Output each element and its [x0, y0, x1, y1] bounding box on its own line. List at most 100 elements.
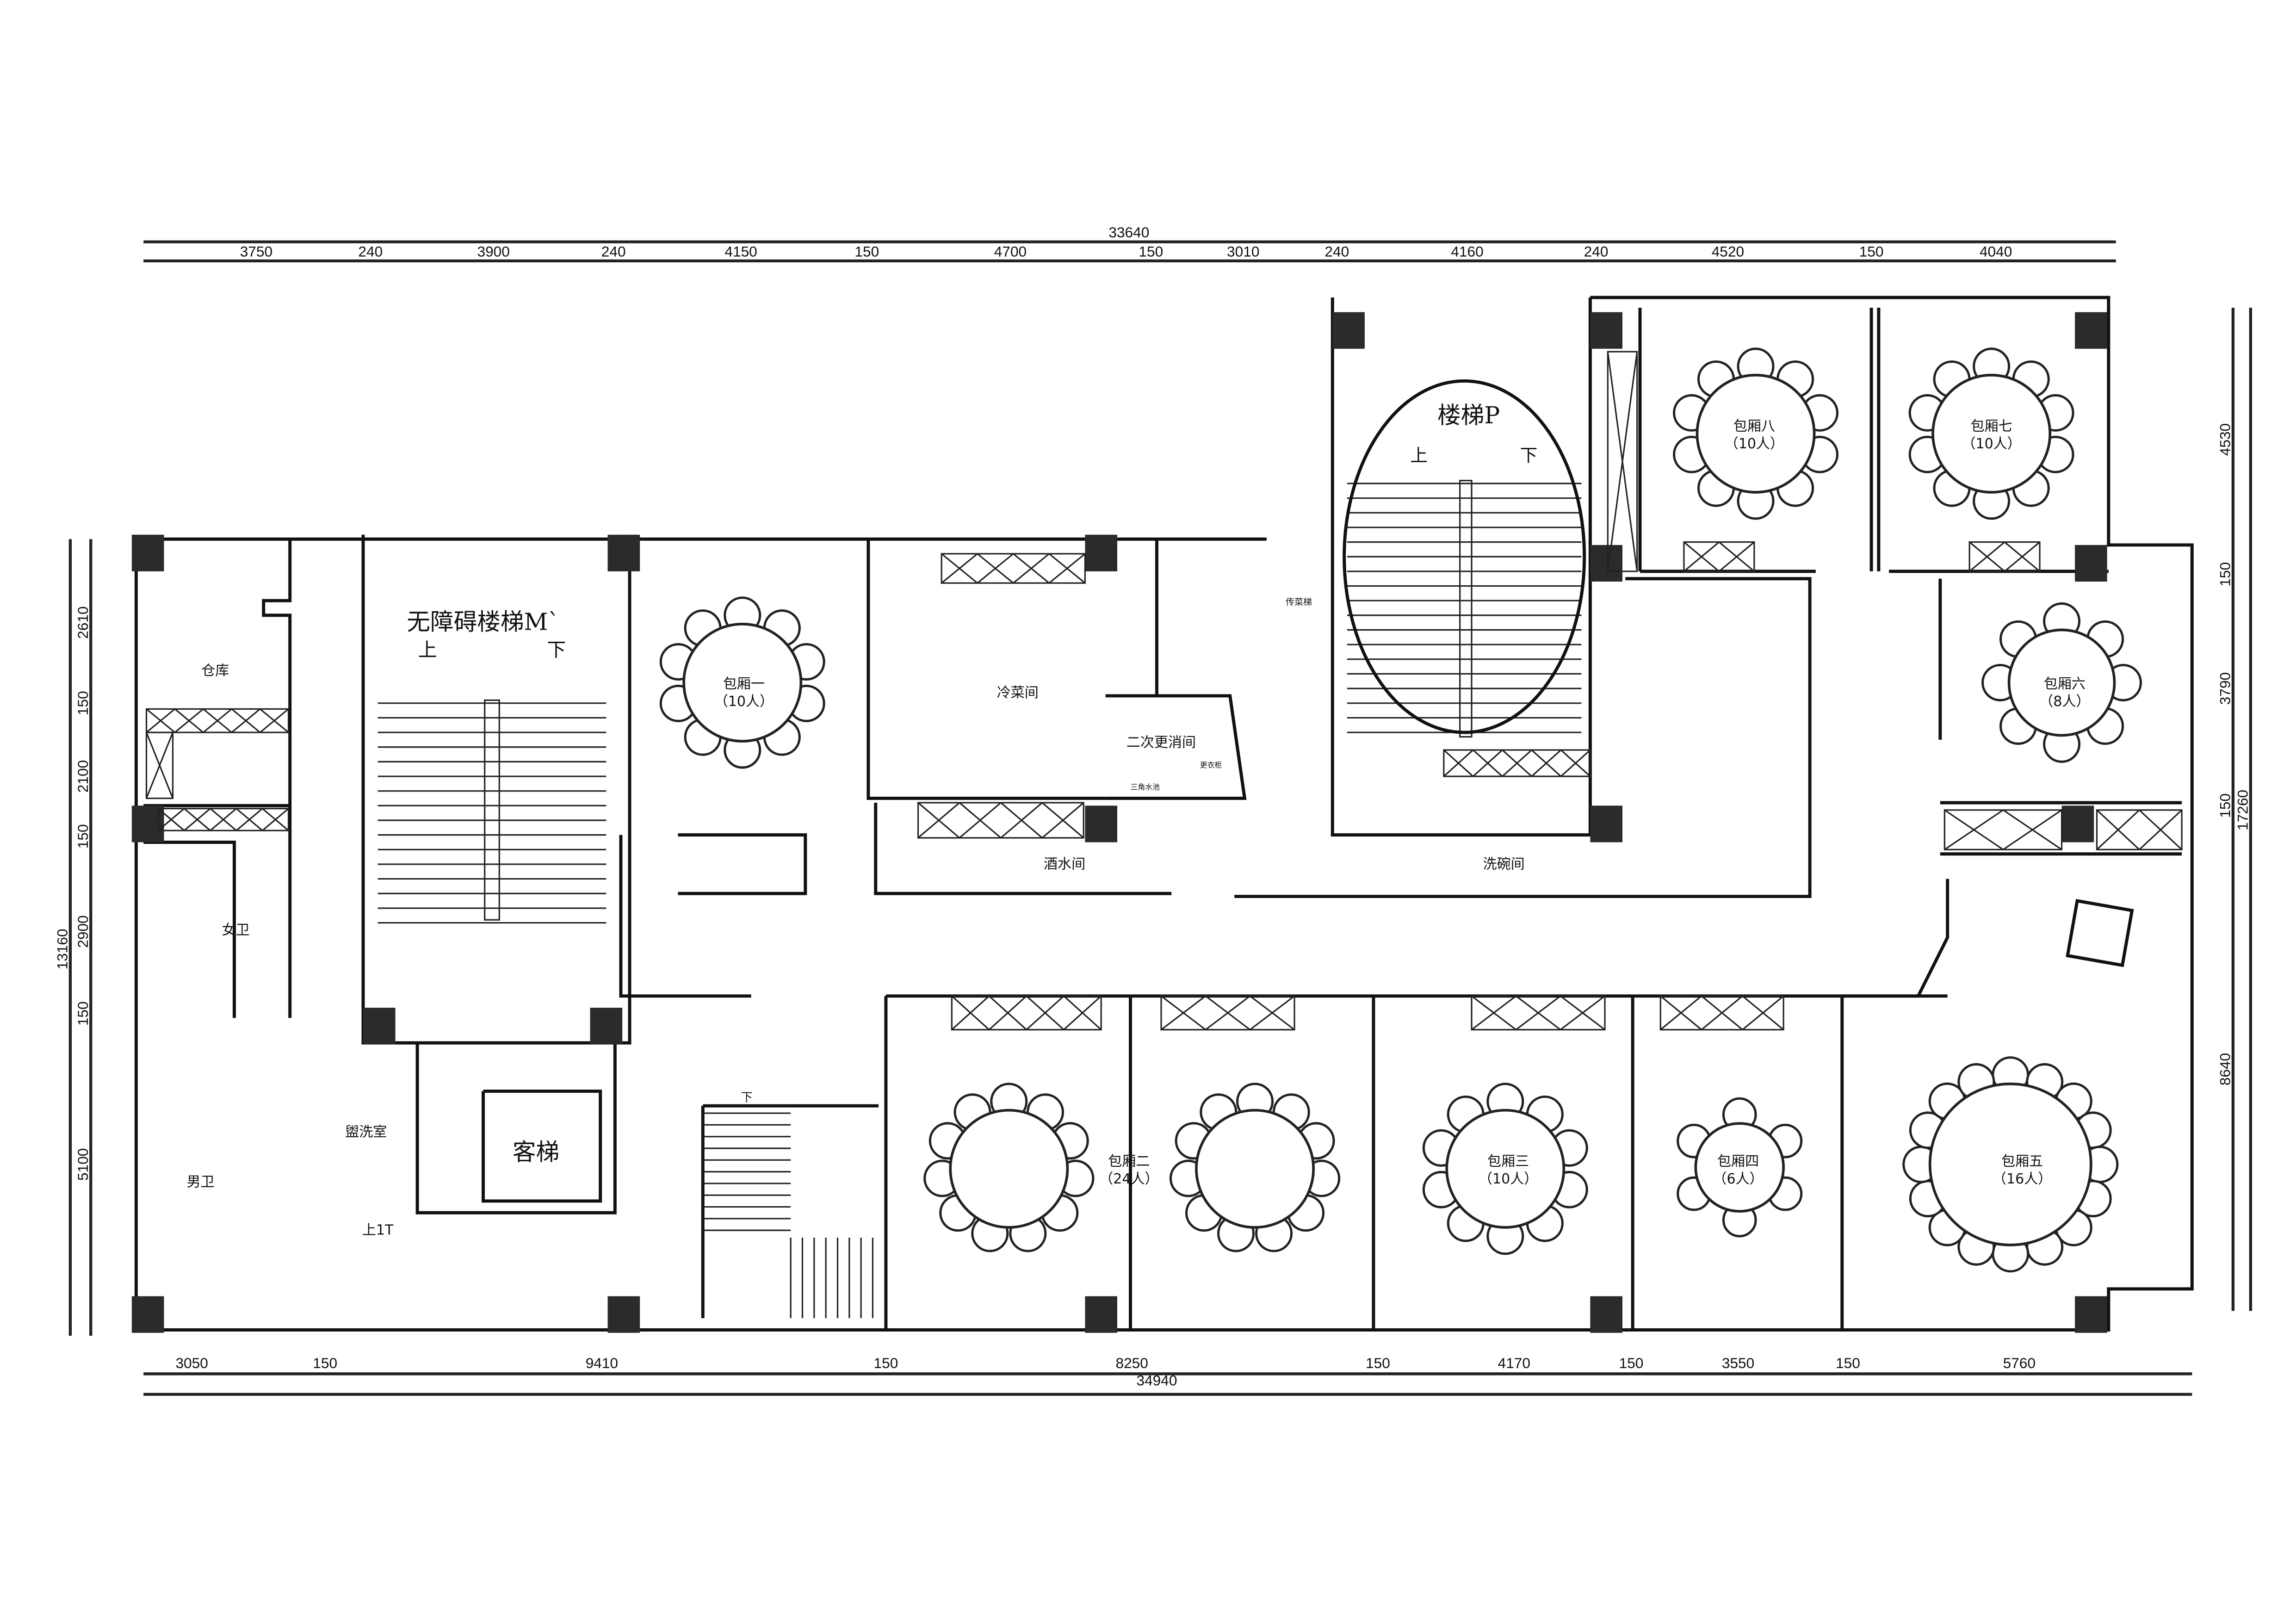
dim-left-segment: 5100 — [74, 1148, 91, 1181]
cabinet — [1607, 351, 1638, 572]
dim-bottom-segment: 4170 — [1498, 1355, 1530, 1371]
dim-right-segment: 8640 — [2217, 1053, 2234, 1085]
room-labels: 仓库 女卫 男卫 盥洗室 上1T 无障碍楼梯M` 上 下 客梯 包厢一 （10人… — [187, 402, 2090, 1239]
label-dumbwaiter: 传菜梯 — [1286, 597, 1312, 607]
dim-left-segment: 2100 — [74, 760, 91, 793]
room-label-elevator: 客梯 — [513, 1138, 559, 1165]
wall — [866, 539, 1106, 800]
room8-name: 包厢八 — [1733, 418, 1775, 434]
cabinet — [157, 808, 290, 831]
cabinet — [1968, 541, 2041, 572]
room8-capacity: （10人） — [1725, 436, 1784, 452]
structural-column — [1590, 1296, 1623, 1333]
structural-column — [1590, 312, 1623, 349]
structural-column — [1590, 805, 1623, 842]
dim-bottom-segment: 9410 — [586, 1355, 618, 1371]
room-label-washroom: 盥洗室 — [345, 1124, 387, 1140]
stair-m-up: 上 — [418, 638, 437, 661]
dim-top-total: 33640 — [1108, 224, 1149, 241]
mahjong-table — [2066, 899, 2134, 967]
structural-column — [1085, 534, 1118, 571]
structural-column — [607, 534, 640, 571]
structural-column — [131, 1296, 164, 1333]
stair-down-label: 下 — [741, 1090, 753, 1104]
cabinet — [951, 995, 1102, 1031]
cabinet — [1659, 995, 1784, 1031]
room5-capacity: （16人） — [1993, 1171, 2052, 1187]
room5-name: 包厢五 — [2001, 1153, 2043, 1170]
dining-table — [1908, 347, 2074, 520]
structural-column — [1085, 1296, 1118, 1333]
label-triangle-sink: 三角水池 — [1131, 783, 1160, 792]
room-label-bar: 酒水间 — [1044, 856, 1085, 872]
dim-bottom-segment: 8250 — [1115, 1355, 1148, 1371]
wall — [874, 803, 1172, 895]
room6-name: 包厢六 — [2044, 676, 2086, 692]
cabinet — [1683, 541, 1755, 572]
dim-bottom-segment: 3550 — [1722, 1355, 1754, 1371]
table-top — [1445, 1109, 1566, 1229]
cabinet — [917, 802, 1084, 839]
cabinet — [2096, 809, 2183, 850]
cabinet — [941, 553, 1086, 584]
dim-left-segment: 150 — [74, 1001, 91, 1026]
dim-bottom-segment: 5760 — [2003, 1355, 2036, 1371]
wall — [415, 1043, 617, 1214]
dim-bottom-segment: 150 — [1619, 1355, 1644, 1371]
dim-right-segment: 150 — [2217, 562, 2234, 587]
structural-column — [1590, 545, 1623, 582]
wall — [1331, 297, 1592, 837]
stair-p-oval — [1343, 379, 1586, 734]
dim-right-segment: 3790 — [2217, 672, 2234, 705]
cabinet — [1443, 749, 1591, 777]
dim-top-segment: 3010 — [1227, 243, 1259, 260]
dim-right-segment: 4530 — [2217, 423, 2234, 456]
table-top — [682, 623, 803, 743]
table-top — [1195, 1109, 1315, 1229]
dim-top-segment: 240 — [1584, 243, 1609, 260]
furniture — [145, 347, 2183, 1319]
dining-table — [923, 1083, 1095, 1252]
dim-top-segment: 240 — [358, 243, 383, 260]
cabinet — [1471, 995, 1606, 1031]
dim-left-segment: 2900 — [74, 915, 91, 948]
dining-table — [1673, 347, 1839, 520]
dim-top-segment: 4150 — [724, 243, 757, 260]
stair-p-treads — [1343, 379, 1586, 738]
dining-table — [1981, 602, 2142, 763]
dim-right-total: 17260 — [2234, 790, 2251, 830]
cabinet — [1943, 809, 2063, 850]
dim-left-segment: 2610 — [74, 606, 91, 638]
structural-column — [2075, 545, 2107, 582]
room3-capacity: （10人） — [1479, 1171, 1538, 1187]
dim-top-segment: 4040 — [1980, 243, 2012, 260]
dim-top-segment: 4700 — [994, 243, 1027, 260]
wall — [1105, 694, 1247, 800]
table-top — [1928, 1082, 2092, 1246]
dim-right-segment: 150 — [2217, 793, 2234, 818]
table-top — [1931, 373, 2052, 494]
dim-top-segment: 150 — [1859, 243, 1884, 260]
wall — [482, 1090, 602, 1203]
dim-top-segment: 150 — [1139, 243, 1163, 260]
wall — [1234, 577, 1812, 898]
dim-top-segment: 240 — [601, 243, 626, 260]
room2-name: 包厢二 — [1108, 1153, 1150, 1170]
room-label-dishwashing: 洗碗间 — [1483, 856, 1525, 872]
wall — [361, 534, 631, 1045]
structural-column — [363, 1008, 396, 1045]
wall — [1842, 879, 1949, 998]
room6-capacity: （8人） — [2039, 694, 2090, 710]
room7-capacity: （10人） — [1962, 436, 2021, 452]
dim-top-segment: 240 — [1324, 243, 1349, 260]
dining-table — [1902, 1056, 2119, 1273]
dim-bottom-total: 34940 — [1136, 1372, 1177, 1389]
cabinet — [1160, 995, 1295, 1031]
wall — [143, 840, 236, 1018]
dim-top-segment: 4520 — [1712, 243, 1744, 260]
table-top — [2007, 628, 2116, 737]
dim-bottom-segment: 150 — [1836, 1355, 1860, 1371]
room-label-womens-wc: 女卫 — [222, 922, 250, 938]
dim-bottom-segment: 150 — [313, 1355, 337, 1371]
